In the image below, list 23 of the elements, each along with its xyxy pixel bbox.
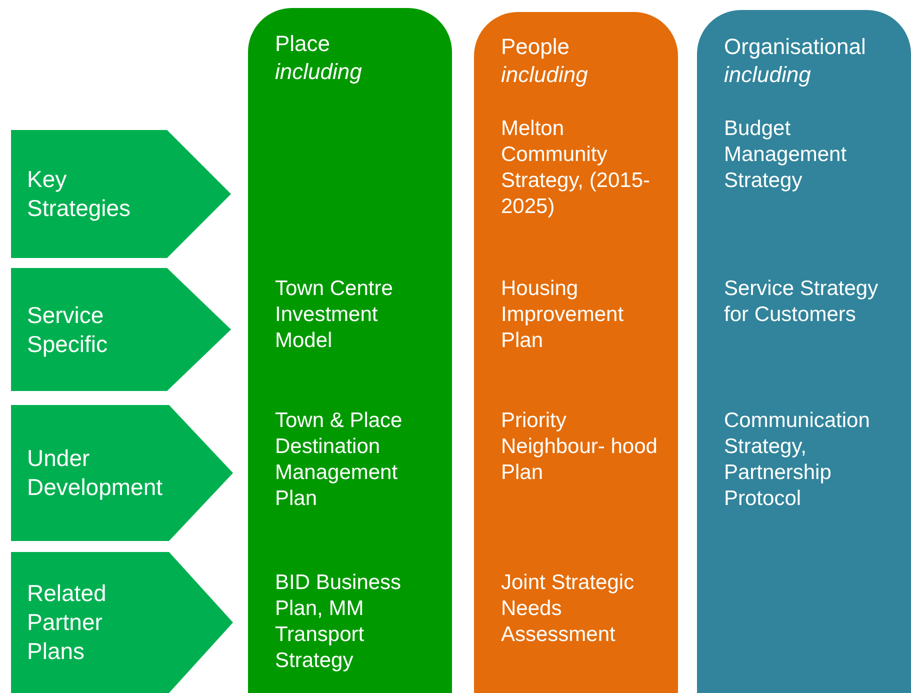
plan-item: Joint Strategic Needs Assessment bbox=[501, 570, 636, 648]
row-label: Service Specific bbox=[27, 300, 109, 358]
column-heading: Organisational bbox=[724, 33, 867, 61]
row-label: Under Development bbox=[27, 444, 163, 502]
column-subheading: including bbox=[275, 58, 363, 86]
plan-item: Service Strategy for Customers bbox=[724, 276, 880, 328]
column-heading: Place bbox=[275, 30, 332, 58]
plan-item: Budget Management Strategy bbox=[724, 116, 848, 194]
category-column bbox=[474, 12, 678, 693]
category-column bbox=[248, 8, 452, 693]
column-subheading: including bbox=[501, 61, 589, 89]
plan-item: Housing Improvement Plan bbox=[501, 276, 625, 354]
plan-item: Melton Community Strategy, (2015-2025) bbox=[501, 116, 652, 220]
row-label: Key Strategies bbox=[27, 165, 132, 223]
plan-item: Town & Place Destination Management Plan bbox=[275, 408, 404, 512]
column-subheading: including bbox=[724, 61, 812, 89]
plan-item: Town Centre Investment Model bbox=[275, 276, 394, 354]
category-column bbox=[697, 10, 911, 693]
plan-item: BID Business Plan, MM Transport Strategy bbox=[275, 570, 402, 674]
column-heading: People bbox=[501, 33, 571, 61]
plan-item: Priority Neighbour- hood Plan bbox=[501, 408, 658, 486]
plan-item: Communication Strategy, Partnership Protocol bbox=[724, 408, 871, 512]
row-label: Related Partner Plans bbox=[27, 579, 108, 666]
